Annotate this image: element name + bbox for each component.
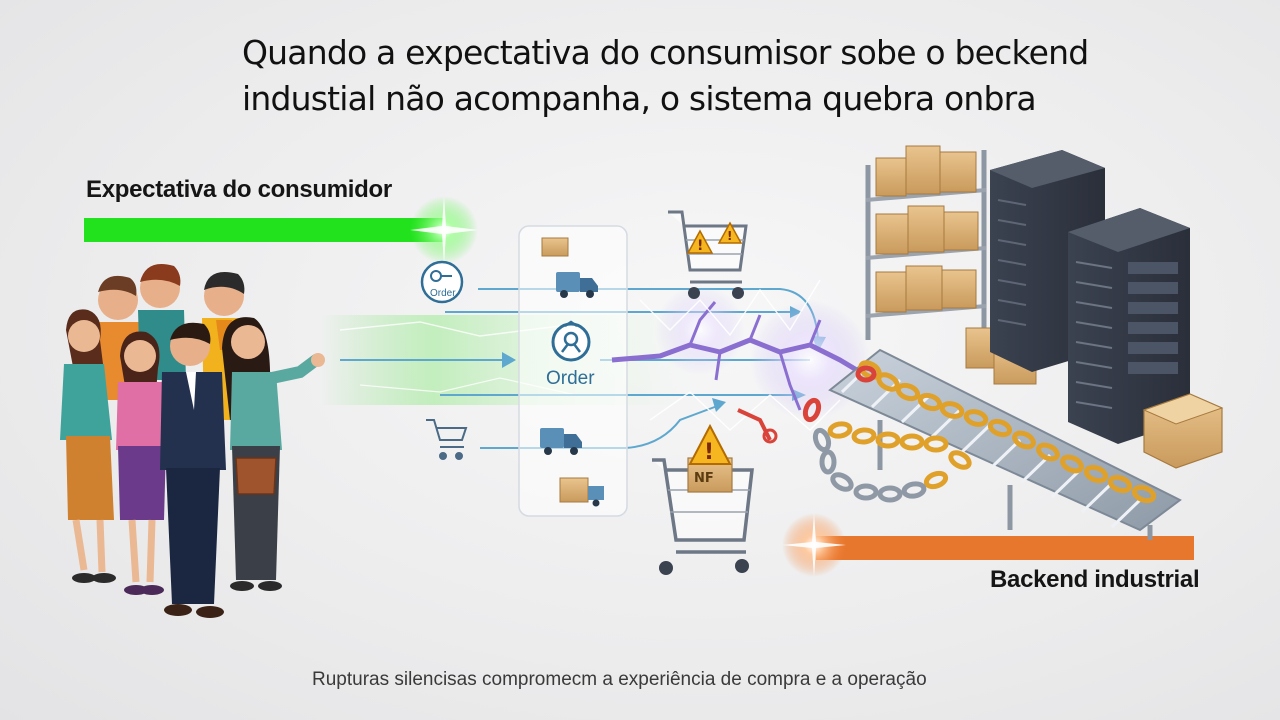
- broken-chain: [802, 360, 1157, 504]
- person: [160, 322, 226, 618]
- box-icon: [541, 237, 569, 257]
- person: [222, 317, 325, 591]
- order-flow-panel: Order: [518, 225, 628, 517]
- large-box: [1142, 393, 1224, 469]
- person: [60, 309, 116, 583]
- svg-text:!: !: [704, 440, 714, 465]
- order-large-label: Order: [546, 368, 595, 389]
- truck-icon: [540, 428, 582, 455]
- order-icon-small: Order: [420, 260, 464, 304]
- order-icon-large: [551, 320, 591, 362]
- svg-text:!: !: [697, 238, 703, 254]
- server-rack-front: [1068, 208, 1190, 444]
- backend-bar: [782, 513, 1194, 577]
- caption: Rupturas silencisas compromecm a experiê…: [312, 669, 927, 690]
- expectation-label: Expectativa do consumidor: [86, 176, 392, 203]
- headline-line-2: industial não acompanha, o sistema quebr…: [242, 79, 1037, 118]
- box-tag: NF: [694, 471, 714, 486]
- expectation-bar: [84, 196, 478, 264]
- parcel-icon: [559, 477, 604, 507]
- cart-warning-bottom: NF !: [652, 408, 778, 575]
- cart-warning-top: ! !: [668, 210, 748, 299]
- order-small-label: Order: [430, 288, 456, 299]
- backend-label: Backend industrial: [990, 566, 1200, 593]
- truck-icon: [556, 272, 598, 298]
- headline-line-1: Quando a expectativa do consumisor sobe …: [242, 33, 1089, 72]
- person: [116, 331, 166, 595]
- svg-text:!: !: [727, 229, 732, 243]
- consumer-group: [60, 264, 325, 618]
- crack-effect: [611, 279, 870, 431]
- headline: Quando a expectativa do consumisor sobe …: [242, 30, 1142, 122]
- cart-icon-small: [426, 419, 468, 460]
